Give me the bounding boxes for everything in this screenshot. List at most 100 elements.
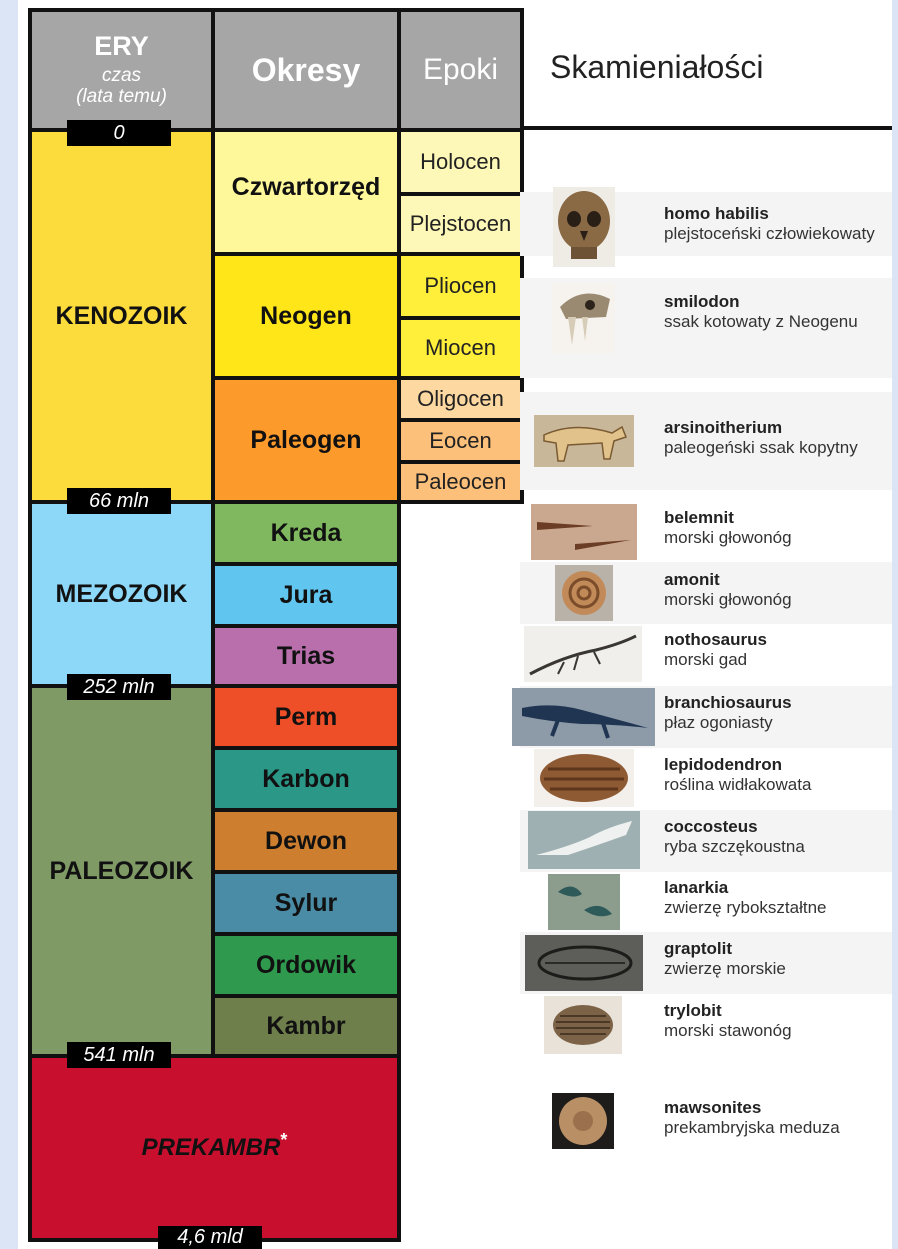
fossil-name: arsinoitherium xyxy=(664,418,858,438)
fossil-row-smilodon: smilodon ssak kotowaty z Neogenu xyxy=(520,278,892,378)
trilobite-image xyxy=(544,996,622,1054)
era-mezozoik: MEZOZOIK xyxy=(28,500,215,688)
fossil-name: nothosaurus xyxy=(664,630,767,650)
periods-title: Okresy xyxy=(252,52,361,89)
fossil-desc: płaz ogoniasty xyxy=(664,713,792,733)
period-kreda: Kreda xyxy=(211,500,401,566)
belemnite-image xyxy=(531,504,637,560)
fossil-desc: morski gad xyxy=(664,650,767,670)
period-karbon: Karbon xyxy=(211,746,401,812)
era-label: KENOZOIK xyxy=(56,302,188,331)
eras-header: ERY czas (lata temu) xyxy=(28,8,215,132)
skull-image xyxy=(553,187,615,267)
era-paleozoik: PALEOZOIK xyxy=(28,684,215,1058)
fossil-row-belemnit: belemnit morski głowonóg xyxy=(520,502,892,562)
period-label: Kreda xyxy=(271,519,342,548)
period-paleogen: Paleogen xyxy=(211,376,401,504)
period-ordowik: Ordowik xyxy=(211,932,401,998)
fossils-header: Skamieniałości xyxy=(524,8,892,130)
fossil-desc: morski głowonóg xyxy=(664,590,792,610)
left-frame xyxy=(0,0,18,1249)
fossil-name: coccosteus xyxy=(664,817,805,837)
ammonite-image xyxy=(555,565,613,621)
fossil-text: lanarkia zwierzę rybokształtne xyxy=(664,878,827,919)
epoch-eocen: Eocen xyxy=(397,418,524,464)
fossil-desc: morski głowonóg xyxy=(664,528,792,548)
fossil-desc: roślina widłakowata xyxy=(664,775,811,795)
fossil-text: mawsonites prekambryjska meduza xyxy=(664,1098,840,1139)
coccosteus-image xyxy=(528,811,640,869)
fossil-row-lepidodendron: lepidodendron roślina widłakowata xyxy=(520,748,892,810)
fossil-text: belemnit morski głowonóg xyxy=(664,508,792,549)
fossil-desc: ssak kotowaty z Neogenu xyxy=(664,312,858,332)
era-prekambr: PREKAMBR* xyxy=(28,1054,401,1242)
time-mark-541: 541 mln xyxy=(67,1042,171,1068)
period-label: Perm xyxy=(275,703,338,732)
period-label: Trias xyxy=(277,642,335,671)
era-label: PALEOZOIK xyxy=(50,857,194,886)
fossil-row-nothosaurus: nothosaurus morski gad xyxy=(520,624,892,684)
epochs-title: Epoki xyxy=(423,53,498,87)
fossil-row-branchiosaurus: branchiosaurus płaz ogoniasty xyxy=(520,686,892,748)
fossil-row-graptolit: graptolit zwierzę morskie xyxy=(520,932,892,994)
period-label: Karbon xyxy=(262,765,350,794)
era-label: MEZOZOIK xyxy=(56,580,188,609)
fossil-name: lanarkia xyxy=(664,878,827,898)
epoch-label: Pliocen xyxy=(424,273,496,299)
fossil-desc: paleogeński ssak kopytny xyxy=(664,438,858,458)
period-label: Kambr xyxy=(266,1012,345,1041)
periods-header: Okresy xyxy=(211,8,401,132)
era-label: PREKAMBR xyxy=(142,1134,281,1162)
right-frame xyxy=(892,0,898,1249)
fossil-text: trylobit morski stawonóg xyxy=(664,1001,792,1042)
epoch-label: Paleocen xyxy=(415,469,507,495)
fossil-desc: plejstoceński człowiekowaty xyxy=(664,224,875,244)
arsinoitherium-skeleton-image xyxy=(534,415,634,467)
period-perm: Perm xyxy=(211,684,401,750)
period-jura: Jura xyxy=(211,562,401,628)
epoch-label: Oligocen xyxy=(417,386,504,412)
period-label: Jura xyxy=(280,581,333,610)
epoch-paleocen: Paleocen xyxy=(397,460,524,504)
epoch-label: Plejstocen xyxy=(410,211,512,237)
fossil-name: smilodon xyxy=(664,292,858,312)
fossil-row-lanarkia: lanarkia zwierzę rybokształtne xyxy=(520,872,892,932)
fossil-desc: zwierzę rybokształtne xyxy=(664,898,827,918)
time-mark-4-6: 4,6 mld xyxy=(158,1226,262,1249)
fossil-text: lepidodendron roślina widłakowata xyxy=(664,755,811,796)
period-neogen: Neogen xyxy=(211,252,401,380)
fossil-name: graptolit xyxy=(664,939,786,959)
fossil-row-trylobit: trylobit morski stawonóg xyxy=(520,994,892,1056)
eras-title: ERY xyxy=(94,32,149,60)
fossil-row-homo-habilis: homo habilis plejstoceński człowiekowaty xyxy=(520,192,892,256)
epoch-holocen: Holocen xyxy=(397,128,524,196)
epoch-miocen: Miocen xyxy=(397,316,524,380)
epoch-label: Eocen xyxy=(429,428,491,454)
fossil-name: branchiosaurus xyxy=(664,693,792,713)
fossil-desc: zwierzę morskie xyxy=(664,959,786,979)
epoch-oligocen: Oligocen xyxy=(397,376,524,422)
fossil-desc: ryba szczękoustna xyxy=(664,837,805,857)
period-label: Sylur xyxy=(275,889,338,918)
epoch-label: Holocen xyxy=(420,149,501,175)
epoch-pliocen: Pliocen xyxy=(397,252,524,320)
fossil-name: lepidodendron xyxy=(664,755,811,775)
fossil-name: homo habilis xyxy=(664,204,875,224)
epoch-plejstocen: Plejstocen xyxy=(397,192,524,256)
period-dewon: Dewon xyxy=(211,808,401,874)
fossil-desc: prekambryjska meduza xyxy=(664,1118,840,1138)
lanarkia-image xyxy=(548,874,620,930)
fossil-name: belemnit xyxy=(664,508,792,528)
period-trias: Trias xyxy=(211,624,401,688)
branchiosaurus-image xyxy=(512,688,655,746)
fossil-text: branchiosaurus płaz ogoniasty xyxy=(664,693,792,734)
era-kenozoik: KENOZOIK xyxy=(28,128,215,504)
graptolite-image xyxy=(525,935,643,991)
fossil-row-mawsonites: mawsonites prekambryjska meduza xyxy=(520,1082,892,1162)
fossil-text: nothosaurus morski gad xyxy=(664,630,767,671)
nothosaurus-skeleton-image xyxy=(524,626,642,682)
fossil-text: graptolit zwierzę morskie xyxy=(664,939,786,980)
period-label: Neogen xyxy=(260,302,352,331)
fossil-text: smilodon ssak kotowaty z Neogenu xyxy=(664,292,858,333)
fossils-title: Skamieniałości xyxy=(550,49,763,86)
